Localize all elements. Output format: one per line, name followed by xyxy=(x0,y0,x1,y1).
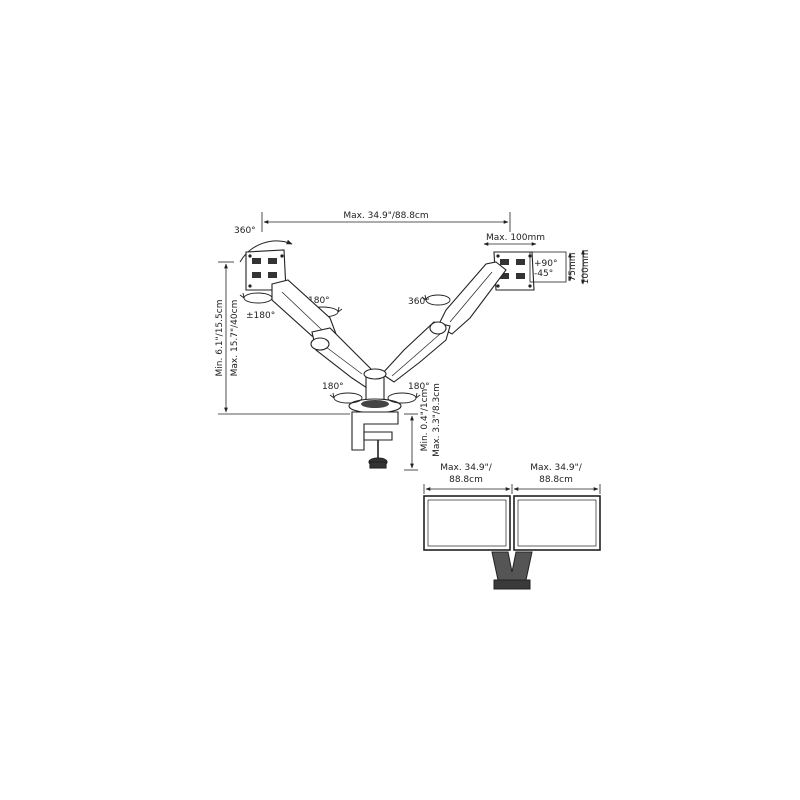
vesa-75-label: 75mm xyxy=(568,253,578,282)
right-screen-size-line1: Max. 34.9"/ xyxy=(530,463,583,473)
right-screen-size-line2: 88.8cm xyxy=(539,475,573,485)
left-head-rotation-label: 360° xyxy=(234,226,256,236)
height-min-label: Min. 6.1"/15.5cm xyxy=(215,300,225,377)
vesa-100-label: 100mm xyxy=(581,250,591,285)
right-screen xyxy=(513,495,601,551)
right-tilt-up-label: +90° xyxy=(534,259,558,269)
dual-screen-inset: Max. 34.9"/ 88.8cm Max. 34.9"/ 88.8cm xyxy=(423,463,601,590)
right-tilt-down-label: -45° xyxy=(534,269,553,279)
left-swivel-label: 180° xyxy=(308,296,330,306)
center-pole xyxy=(348,368,402,414)
desk-min-label: Min. 0.4"/1cm xyxy=(420,389,430,452)
left-tilt-label: ±180° xyxy=(246,311,275,321)
base-rotation-right: 180° xyxy=(387,382,430,404)
max-reach-dimension: Max. 34.9"/88.8cm xyxy=(261,211,511,232)
inset-base xyxy=(493,579,531,590)
height-max-label: Max. 15.7"/40cm xyxy=(230,300,240,377)
right-vesa-plate xyxy=(493,251,535,291)
vesa-dimensions: Max. 100mm +90° -45° 75mm 100mm xyxy=(483,233,591,285)
base-rotation-left: 180° xyxy=(322,382,363,404)
inset-stand xyxy=(491,551,533,581)
height-dimension: Min. 6.1"/15.5cm Max. 15.7"/40cm xyxy=(215,261,350,415)
desk-thickness-dimension: Min. 0.4"/1cm Max. 3.3"/8.3cm xyxy=(404,383,442,471)
left-screen xyxy=(423,495,511,551)
desk-max-label: Max. 3.3"/8.3cm xyxy=(432,383,442,457)
left-screen-size-line1: Max. 34.9"/ xyxy=(440,463,493,473)
right-arm xyxy=(381,261,507,383)
max-reach-label: Max. 34.9"/88.8cm xyxy=(343,211,428,221)
left-arm xyxy=(271,279,379,391)
vesa-max-label: Max. 100mm xyxy=(486,233,545,243)
left-tilt-annotation: ±180° xyxy=(239,292,275,321)
left-head-rotation-arrow xyxy=(239,239,293,263)
base-left-rotation-label: 180° xyxy=(322,382,344,392)
right-head-annotation: 360° xyxy=(408,294,451,307)
left-vesa-plate: 360° xyxy=(234,226,293,291)
desk-clamp xyxy=(351,411,399,469)
left-screen-size-line2: 88.8cm xyxy=(449,475,483,485)
base-right-rotation-label: 180° xyxy=(408,382,430,392)
right-head-rotation-label: 360° xyxy=(408,297,430,307)
